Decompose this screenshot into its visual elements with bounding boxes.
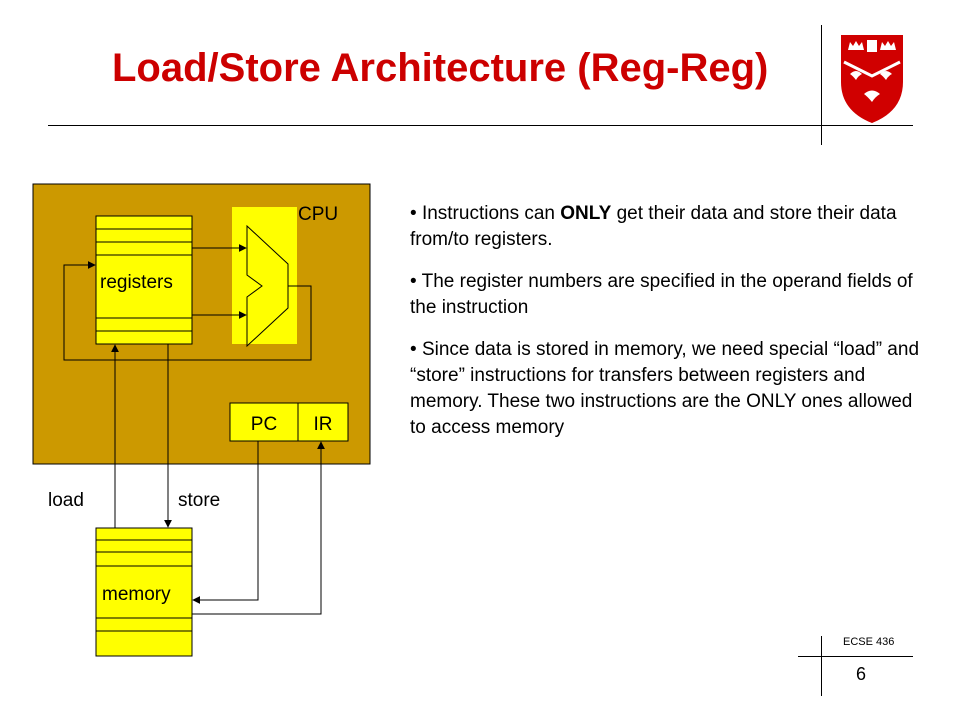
alu-shape (246, 224, 289, 348)
memory-box (95, 527, 193, 657)
mcgill-crest-icon (841, 35, 903, 124)
ir-box (297, 402, 349, 442)
alu-feedback-arrow (63, 261, 312, 361)
bullet-item: • Since data is stored in memory, we nee… (410, 339, 920, 438)
footer-divider-vertical (821, 636, 822, 696)
page-number: 6 (856, 664, 867, 684)
memory-label: memory (102, 584, 171, 605)
pc-box (229, 402, 299, 442)
memory-to-ir-arrow (192, 441, 325, 615)
bullet-item: • Instructions can ONLY get their data a… (410, 203, 897, 250)
registers-box (95, 215, 193, 345)
pc-label: PC (251, 414, 277, 435)
bullet-item: • The register numbers are specified in … (410, 271, 913, 318)
cpu-label: CPU (298, 204, 338, 225)
registers-label: registers (100, 272, 173, 293)
ir-label: IR (314, 414, 333, 435)
slide-title: Load/Store Architecture (Reg-Reg) (112, 46, 769, 90)
title-underline (48, 125, 913, 126)
course-label: ECSE 436 (843, 636, 895, 648)
pc-to-memory-arrow (192, 441, 259, 604)
bullet-list: • Instructions can ONLY get their data a… (410, 201, 930, 457)
cpu-memory-diagram: CPU registers PC IR memory load store (32, 183, 371, 657)
title-divider-vertical (821, 25, 822, 145)
load-label: load (48, 490, 84, 511)
store-label: store (178, 490, 220, 511)
footer-divider-horizontal (798, 656, 913, 657)
